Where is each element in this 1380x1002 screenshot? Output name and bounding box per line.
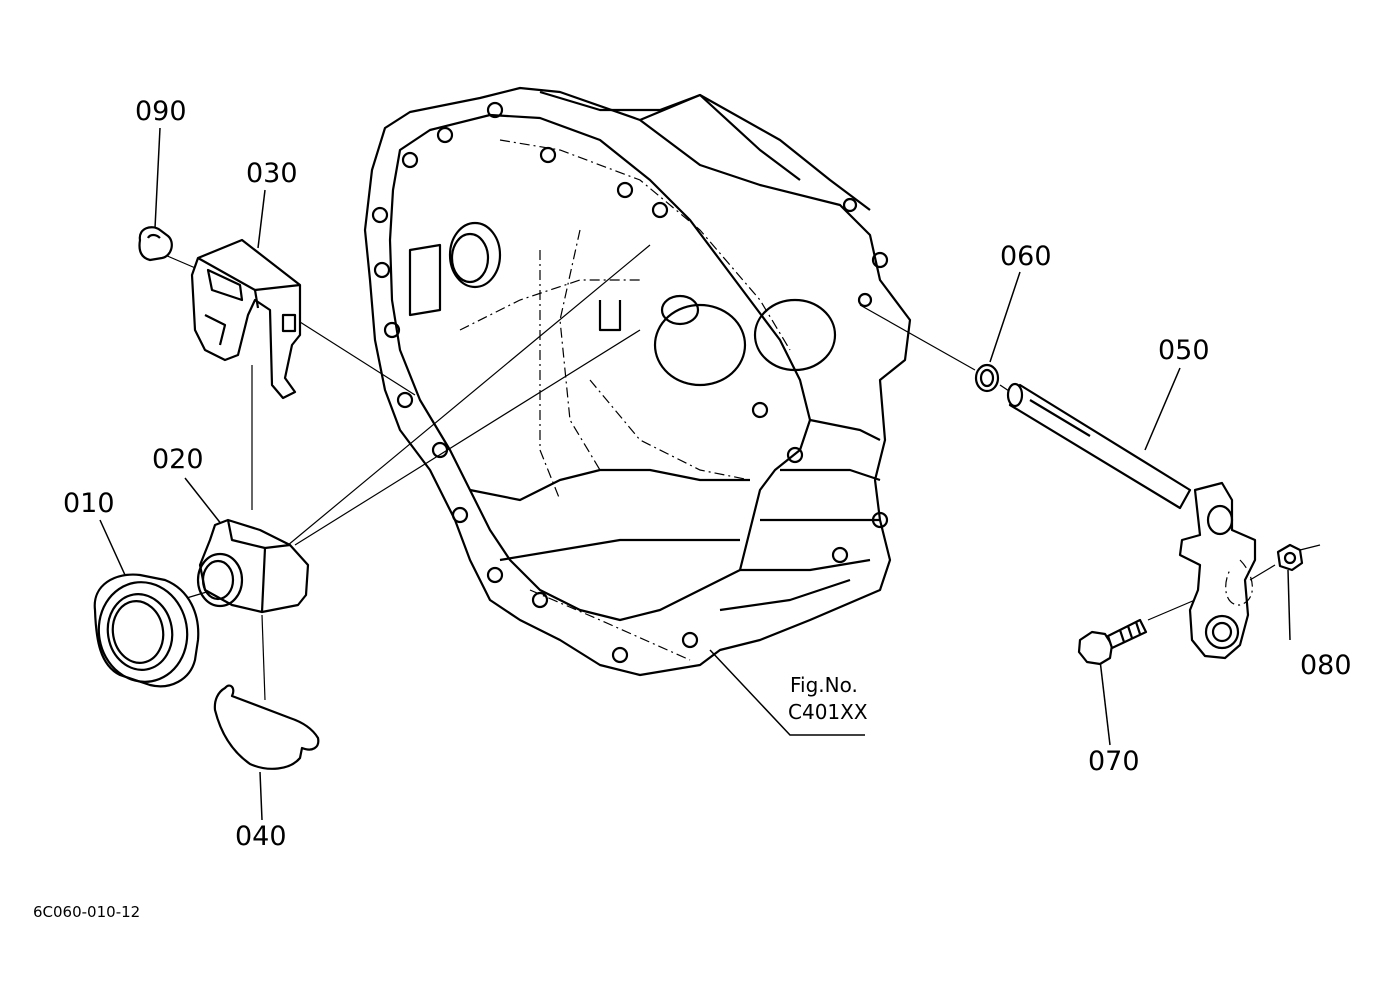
part-labels: 090 030 020 010 040 060 050 080 070 bbox=[63, 96, 1352, 852]
part-050-release-shaft[interactable] bbox=[1006, 382, 1257, 660]
part-010-release-bearing[interactable] bbox=[91, 573, 200, 689]
label-080: 080 bbox=[1300, 650, 1352, 681]
label-030: 030 bbox=[246, 158, 298, 189]
drawing-number: 6C060-010-12 bbox=[33, 903, 140, 921]
label-090: 090 bbox=[135, 96, 187, 127]
label-010: 010 bbox=[63, 488, 115, 519]
part-030-release-holder[interactable] bbox=[190, 238, 302, 400]
part-090-clip[interactable] bbox=[138, 226, 173, 262]
label-050: 050 bbox=[1158, 335, 1210, 366]
part-020-bearing-hub[interactable] bbox=[196, 518, 310, 614]
clutch-housing bbox=[363, 86, 912, 677]
label-070: 070 bbox=[1088, 746, 1140, 777]
fig-no-value: C401XX bbox=[788, 700, 868, 724]
part-060-o-ring[interactable] bbox=[974, 363, 1000, 393]
part-080-nut[interactable] bbox=[1276, 543, 1304, 572]
label-060: 060 bbox=[1000, 241, 1052, 272]
label-040: 040 bbox=[235, 821, 287, 852]
part-070-bolt[interactable] bbox=[1077, 618, 1148, 666]
label-020: 020 bbox=[152, 444, 204, 475]
part-040-spring-clip[interactable] bbox=[213, 684, 320, 770]
figure-reference: Fig.No. C401XX bbox=[788, 673, 868, 724]
fig-no-label: Fig.No. bbox=[790, 673, 858, 697]
